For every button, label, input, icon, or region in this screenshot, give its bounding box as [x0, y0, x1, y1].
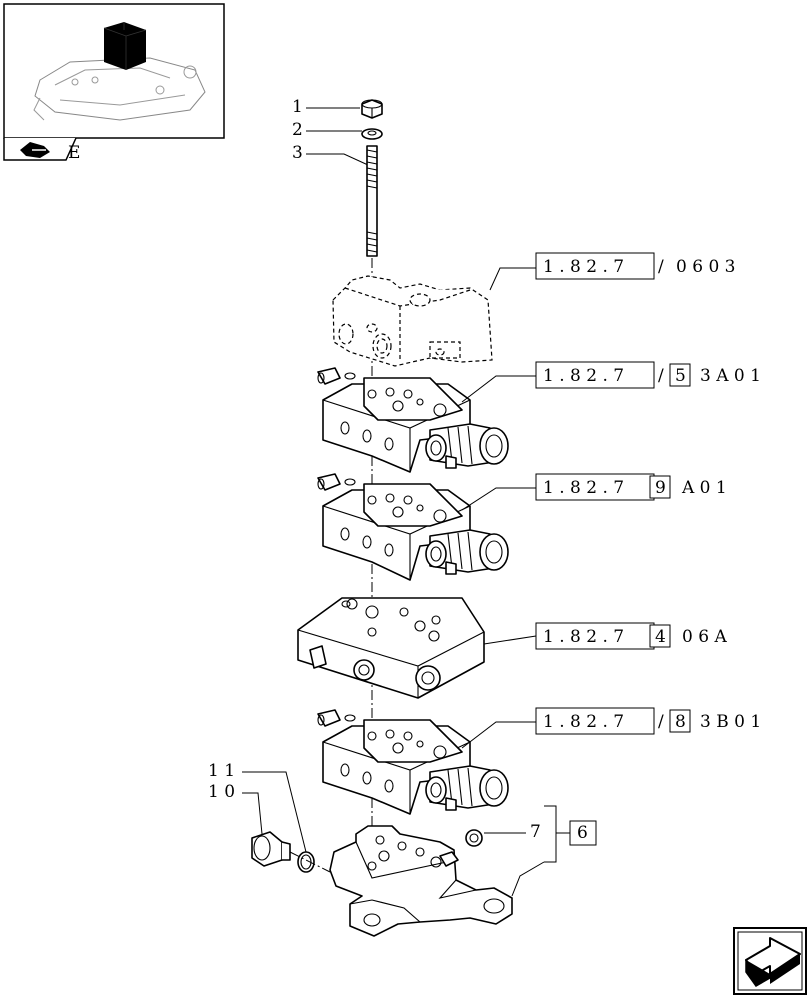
label-item-3: 3	[292, 143, 303, 163]
ref-3-suffix: A 0 1	[681, 478, 727, 498]
ref-5-sep: /	[658, 712, 664, 732]
next-page-arrow-icon[interactable]	[733, 927, 807, 995]
ref-2-suffix: 3 A 0 1	[700, 366, 761, 386]
nut-part	[361, 99, 383, 119]
thumbnail-tractor	[33, 22, 206, 121]
label-item-11: 1 1	[208, 761, 235, 781]
ref-5-boxed: 8	[675, 712, 686, 732]
ref-5-suffix: 3 B 0 1	[700, 712, 761, 732]
stud-part	[366, 145, 378, 257]
thumbnail-panel: E	[3, 3, 225, 163]
inlet-end-cover	[329, 825, 513, 937]
ref-5-code: 1 . 8 2 . 7	[543, 712, 624, 732]
ref-2-code: 1 . 8 2 . 7	[543, 366, 624, 386]
ref-2-boxed: 5	[675, 366, 686, 386]
ref-1-code: 1 . 8 2 . 7	[543, 257, 624, 277]
label-item-1: 1	[292, 97, 303, 117]
label-item-10: 1 0	[208, 782, 235, 802]
label-item-7: 7	[530, 822, 541, 842]
book-icon	[20, 142, 50, 158]
label-item-6: 6	[577, 823, 588, 843]
plug-part	[251, 831, 291, 867]
control-valve-section-3	[317, 709, 509, 815]
ref-1-suffix: 0 6 0 3	[676, 257, 735, 277]
control-valve-section-1	[317, 367, 509, 473]
washer-part	[361, 128, 383, 140]
ghost-end-cover	[332, 275, 493, 367]
ref-1-sep: /	[658, 257, 664, 277]
ref-2-sep: /	[658, 366, 664, 386]
ref-3-boxed: 9	[655, 478, 666, 498]
ref-4-suffix: 0 6 A	[682, 627, 727, 647]
thumb-tag: E	[68, 143, 80, 163]
screw-part	[465, 829, 483, 847]
control-valve-section-2	[317, 473, 509, 581]
intermediate-plate	[297, 597, 485, 699]
o-ring-part	[297, 851, 315, 873]
ref-4-code: 1 . 8 2 . 7	[543, 627, 624, 647]
label-item-2: 2	[292, 120, 303, 140]
ref-4-boxed: 4	[655, 627, 666, 647]
ref-3-code: 1 . 8 2 . 7	[543, 478, 624, 498]
